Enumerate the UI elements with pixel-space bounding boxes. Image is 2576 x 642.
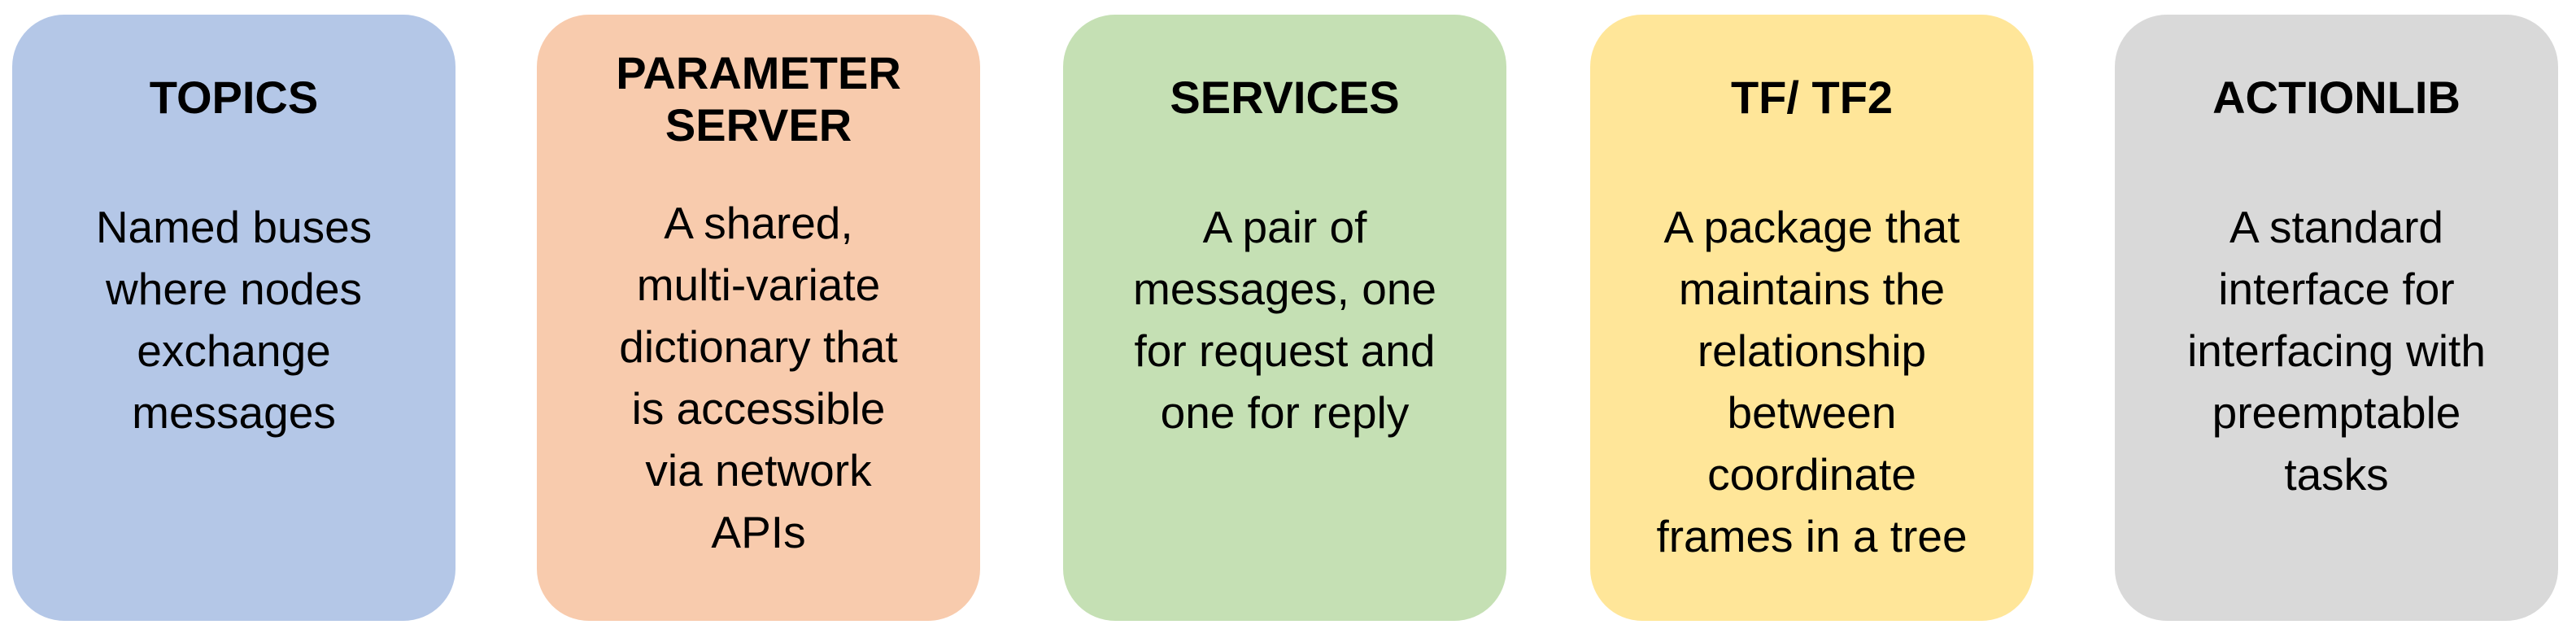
card-topics: TOPICS Named buses where nodes exchange …: [12, 15, 455, 621]
card-description: A package that maintains the relationshi…: [1656, 202, 1968, 561]
card-parameter-server: PARAMETER SERVER A shared, multi-variate…: [537, 15, 980, 621]
card-description: A shared, multi-variate dictionary that …: [619, 198, 898, 557]
card-title: SERVICES: [1170, 72, 1400, 123]
card-description: A standard interface for interfacing wit…: [2187, 202, 2486, 500]
card-description: A pair of messages, one for request and …: [1133, 202, 1436, 438]
card-description: Named buses where nodes exchange message…: [95, 202, 373, 438]
card-title: TOPICS: [149, 72, 319, 123]
card-services: SERVICES A pair of messages, one for req…: [1063, 15, 1506, 621]
card-title: ACTIONLIB: [2212, 72, 2460, 123]
card-title: PARAMETER SERVER: [616, 47, 901, 151]
card-actionlib: ACTIONLIB A standard interface for inter…: [2115, 15, 2558, 621]
card-tf-tf2: TF/ TF2 A package that maintains the rel…: [1590, 15, 2033, 621]
card-title: TF/ TF2: [1730, 72, 1894, 123]
